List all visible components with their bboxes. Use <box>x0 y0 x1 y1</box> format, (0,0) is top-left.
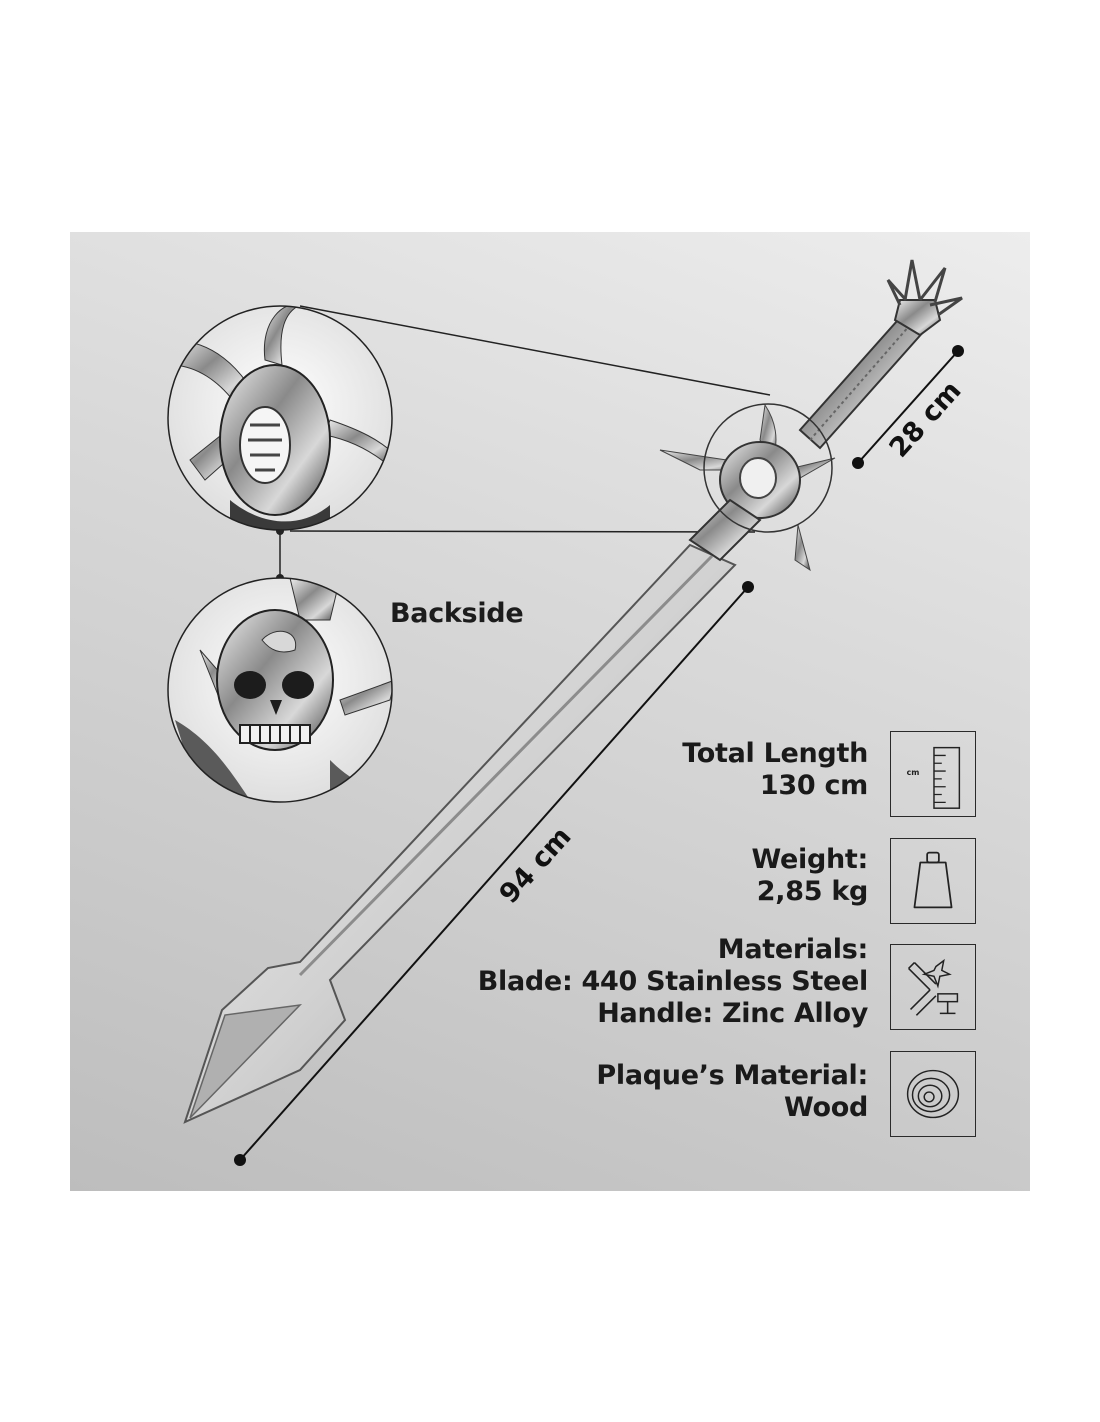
backside-skull-zoom <box>167 577 393 803</box>
spec-value: Blade: 440 Stainless Steel <box>477 966 869 997</box>
blade-dimension-line <box>234 581 754 1166</box>
zoom-connector-line <box>299 305 771 396</box>
spec-materials: Materials: Blade: 440 Stainless Steel Ha… <box>477 934 869 1030</box>
spec-value: 2,85 kg <box>756 876 869 907</box>
zoom-connector-line <box>289 530 756 533</box>
backside-label: Backside <box>390 598 524 629</box>
spec-label: Plaque’s Material: <box>596 1060 868 1091</box>
spec-total-length: Total Length 130 cm <box>682 738 868 802</box>
sword-blade <box>183 543 737 1124</box>
spec-value: Handle: Zinc Alloy <box>597 998 868 1029</box>
spec-value: Wood <box>783 1092 868 1123</box>
guard-detail-circle <box>703 403 833 533</box>
wood-grain-icon <box>890 1051 976 1137</box>
front-guard-zoom <box>167 305 393 531</box>
ruler-unit-label: cm <box>907 768 920 777</box>
spec-label: Weight: <box>751 844 868 875</box>
spec-value: 130 cm <box>759 770 868 801</box>
sword-hilt <box>659 259 963 572</box>
spec-label: Total Length <box>682 738 868 769</box>
materials-icon <box>890 944 976 1030</box>
spec-plaque-material: Plaque’s Material: Wood <box>596 1060 868 1124</box>
guard-dimension-line <box>852 345 964 469</box>
spec-label: Materials: <box>717 934 869 965</box>
weight-icon <box>890 838 976 924</box>
ruler-icon: cm <box>890 731 976 817</box>
spec-weight: Weight: 2,85 kg <box>751 844 868 908</box>
